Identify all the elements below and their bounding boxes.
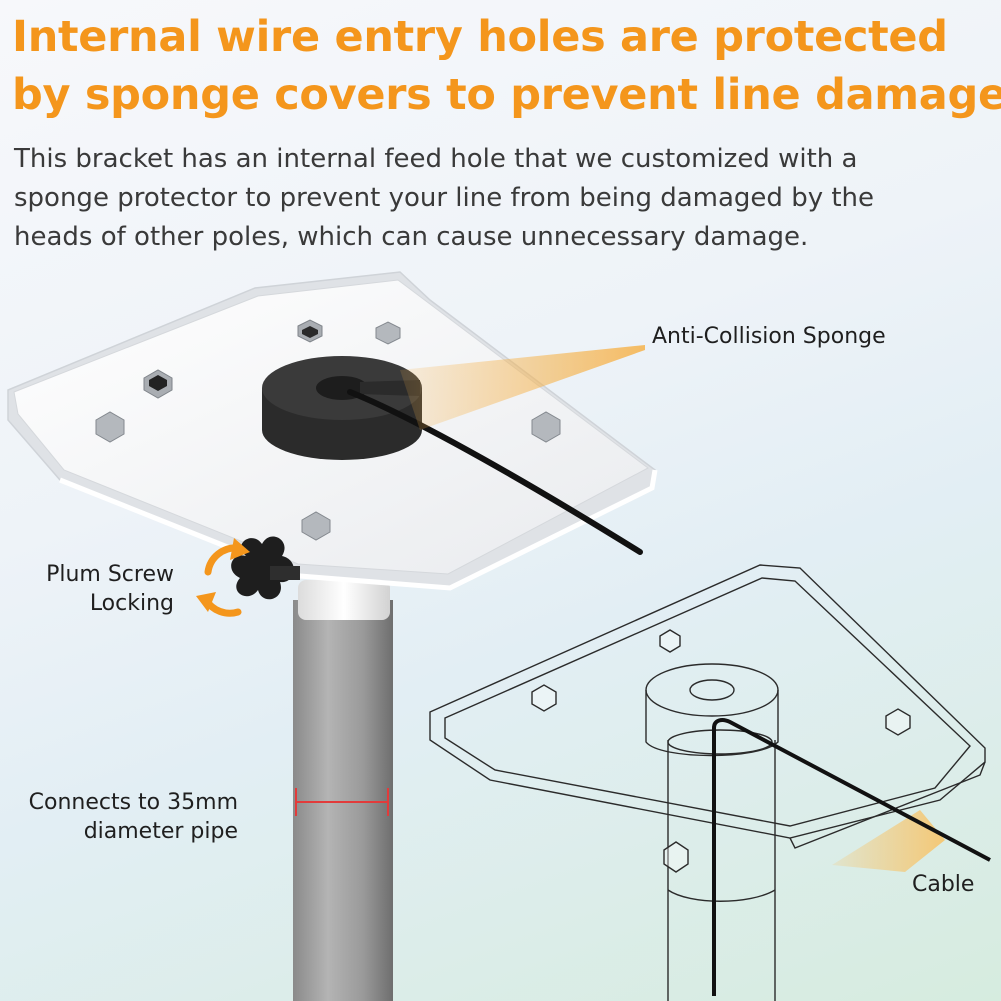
label-plum-screw: Plum Screw Locking [34,560,174,618]
label-text: Cable [912,872,975,897]
label-cable: Cable [912,870,974,899]
description-line: This bracket has an internal feed hole t… [14,144,858,174]
nut [297,319,323,343]
label-text: Plum Screw [46,562,174,587]
nut [301,511,331,541]
nut [375,321,401,345]
wireframe-cable [712,718,991,996]
description-line: heads of other poles, which can cause un… [14,222,809,252]
label-pipe-diameter: Connects to 35mm diameter pipe [10,788,238,846]
rotation-arrowheads [196,538,250,612]
label-text: Anti-Collision Sponge [652,324,886,349]
cable-callout-beam [832,810,945,872]
sponge-callout-beam [400,345,645,430]
title-line: Internal wire entry holes are protected [12,12,948,62]
title-line: by sponge covers to prevent line damage [12,70,1001,120]
description-line: sponge protector to prevent your line fr… [14,183,875,213]
cable [347,389,643,555]
description: This bracket has an internal feed hole t… [14,140,989,257]
nut [95,411,125,443]
label-anti-collision-sponge: Anti-Collision Sponge [652,322,886,351]
diameter-marker [295,788,389,816]
anti-collision-sponge [262,356,422,460]
label-text: Locking [89,591,174,616]
nut [531,411,561,443]
pole [293,580,393,1001]
label-text: Connects to 35mm [28,790,238,815]
wireframe-nut [531,629,911,873]
wireframe-bracket [429,564,986,1001]
nut [143,369,173,399]
page-title: Internal wire entry holes are protected … [12,8,1001,124]
label-text: diameter pipe [83,819,238,844]
